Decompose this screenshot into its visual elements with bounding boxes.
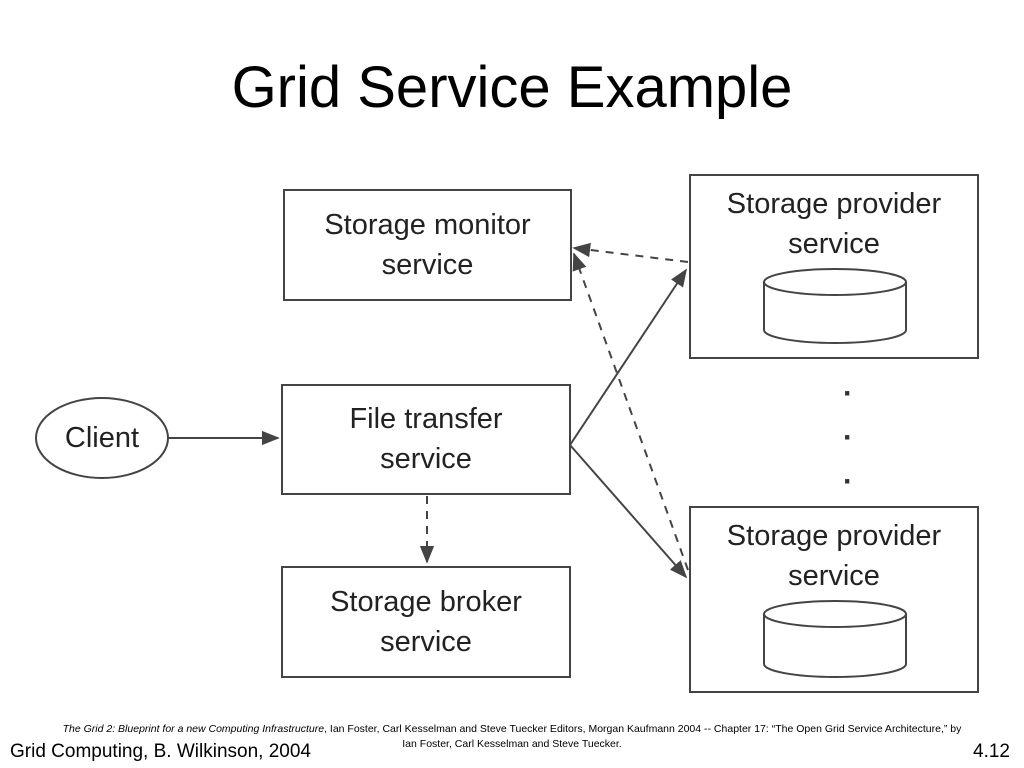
slide-number: 4.12 bbox=[973, 741, 1010, 762]
citation: The Grid 2: Blueprint for a new Computin… bbox=[58, 722, 966, 752]
storage-monitor-box bbox=[283, 189, 572, 301]
provider-bottom-to-monitor-dashed-arrow bbox=[572, 252, 689, 571]
storage-broker-label: Storage broker service bbox=[330, 586, 522, 658]
storage-broker-box bbox=[281, 566, 571, 678]
storage-provider-label-bottom: Storage provider service bbox=[726, 520, 942, 592]
storage-monitor-label: Storage monitor service bbox=[324, 209, 531, 281]
citation-book-title: The Grid 2: Blueprint for a new Computin… bbox=[62, 723, 325, 735]
client-label: Client bbox=[64, 422, 140, 454]
database-icon bbox=[763, 600, 907, 678]
provider-top-to-monitor-dashed-arrow bbox=[572, 242, 689, 263]
storage-provider-box-bottom bbox=[689, 506, 979, 693]
file-transfer-to-provider-top-arrow bbox=[569, 268, 687, 446]
footer-author: Grid Computing, B. Wilkinson, 2004 bbox=[10, 741, 311, 762]
storage-provider-label-top: Storage provider service bbox=[726, 188, 942, 260]
file-transfer-label: File transfer service bbox=[349, 403, 503, 475]
slide-title: Grid Service Example bbox=[231, 55, 793, 120]
ellipsis-dots: · · · bbox=[843, 377, 853, 498]
file-transfer-to-provider-bottom-arrow bbox=[569, 444, 688, 579]
storage-provider-box-top bbox=[689, 174, 979, 359]
citation-details: , Ian Foster, Carl Kesselman and Steve T… bbox=[324, 723, 962, 750]
file-transfer-box bbox=[281, 384, 571, 495]
database-icon bbox=[763, 268, 907, 344]
